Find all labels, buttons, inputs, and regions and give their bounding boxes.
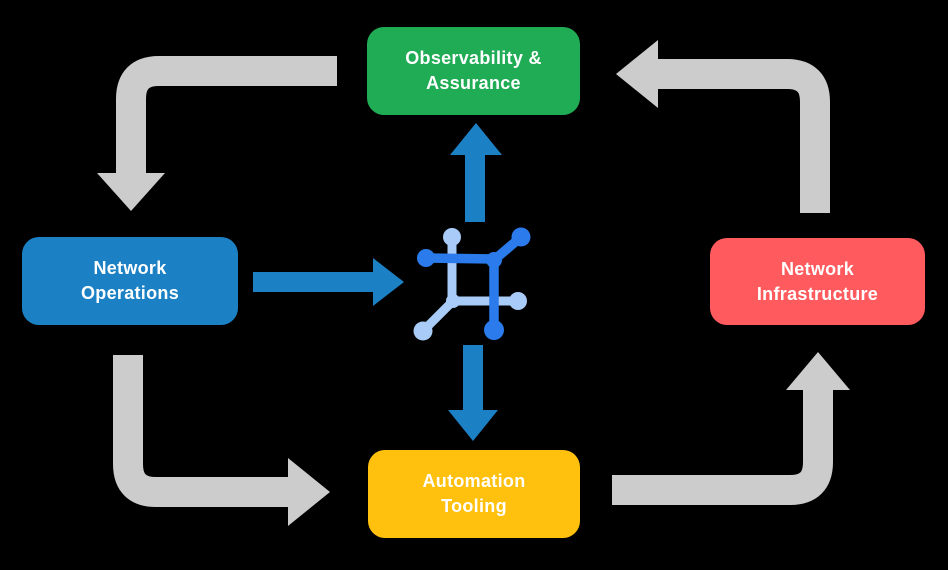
- network-mesh-icon: [413, 227, 531, 341]
- node-label-line: Operations: [80, 283, 180, 303]
- node-observability-assurance: Observability & Assurance: [367, 27, 580, 115]
- node-network-infrastructure: Network Infrastructure: [710, 238, 925, 325]
- arrow-infrastructure-to-observability: [616, 40, 830, 213]
- node-label-line: Network: [93, 258, 167, 279]
- arrow-center-to-observability: [450, 123, 502, 222]
- arrow-automation-to-infrastructure: [612, 352, 850, 505]
- arrow-center-to-automation: [448, 345, 498, 441]
- node-label-line: Network: [780, 258, 855, 279]
- arrow-operations-to-automation: [113, 355, 330, 526]
- node-label-line: Tooling: [441, 496, 507, 516]
- arrow-observability-to-operations: [97, 56, 337, 211]
- node-label-line: Assurance: [426, 73, 521, 93]
- node-label-line: Observability &: [405, 48, 542, 69]
- node-automation-tooling: Automation Tooling: [368, 450, 580, 538]
- node-label-line: Infrastructure: [756, 283, 879, 304]
- node-network-operations: Network Operations: [22, 237, 238, 325]
- node-label-line: Automation: [422, 471, 526, 492]
- arrow-operations-to-center: [253, 258, 404, 306]
